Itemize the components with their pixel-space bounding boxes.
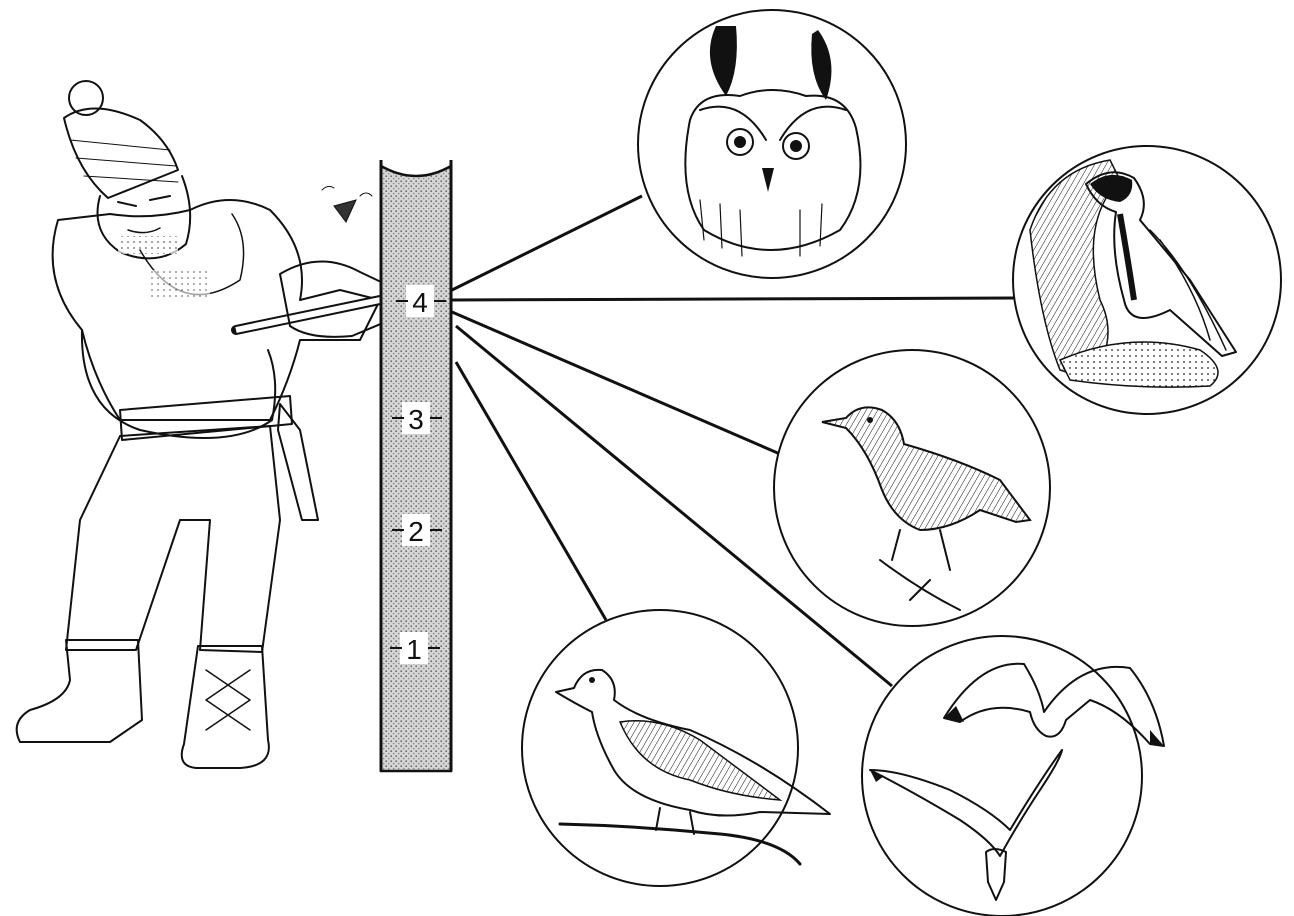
tree-trunk [381,160,451,771]
connector-owl [452,196,642,290]
bird-circle-owl [638,10,906,278]
bird-circle-dove [522,610,830,886]
connector-starling [452,312,780,454]
connector-tit [452,298,1014,300]
level-label-3: 3 [408,404,424,435]
bird-circle-gull [862,636,1164,916]
connector-dove [456,362,606,620]
bird-circle-starling [774,350,1050,626]
level-label-4: 4 [412,287,428,318]
level-label-1: 1 [406,634,422,665]
bird-circle-tit [1013,146,1281,414]
level-label-2: 2 [408,516,424,547]
lumberjack-illustration [17,81,398,768]
